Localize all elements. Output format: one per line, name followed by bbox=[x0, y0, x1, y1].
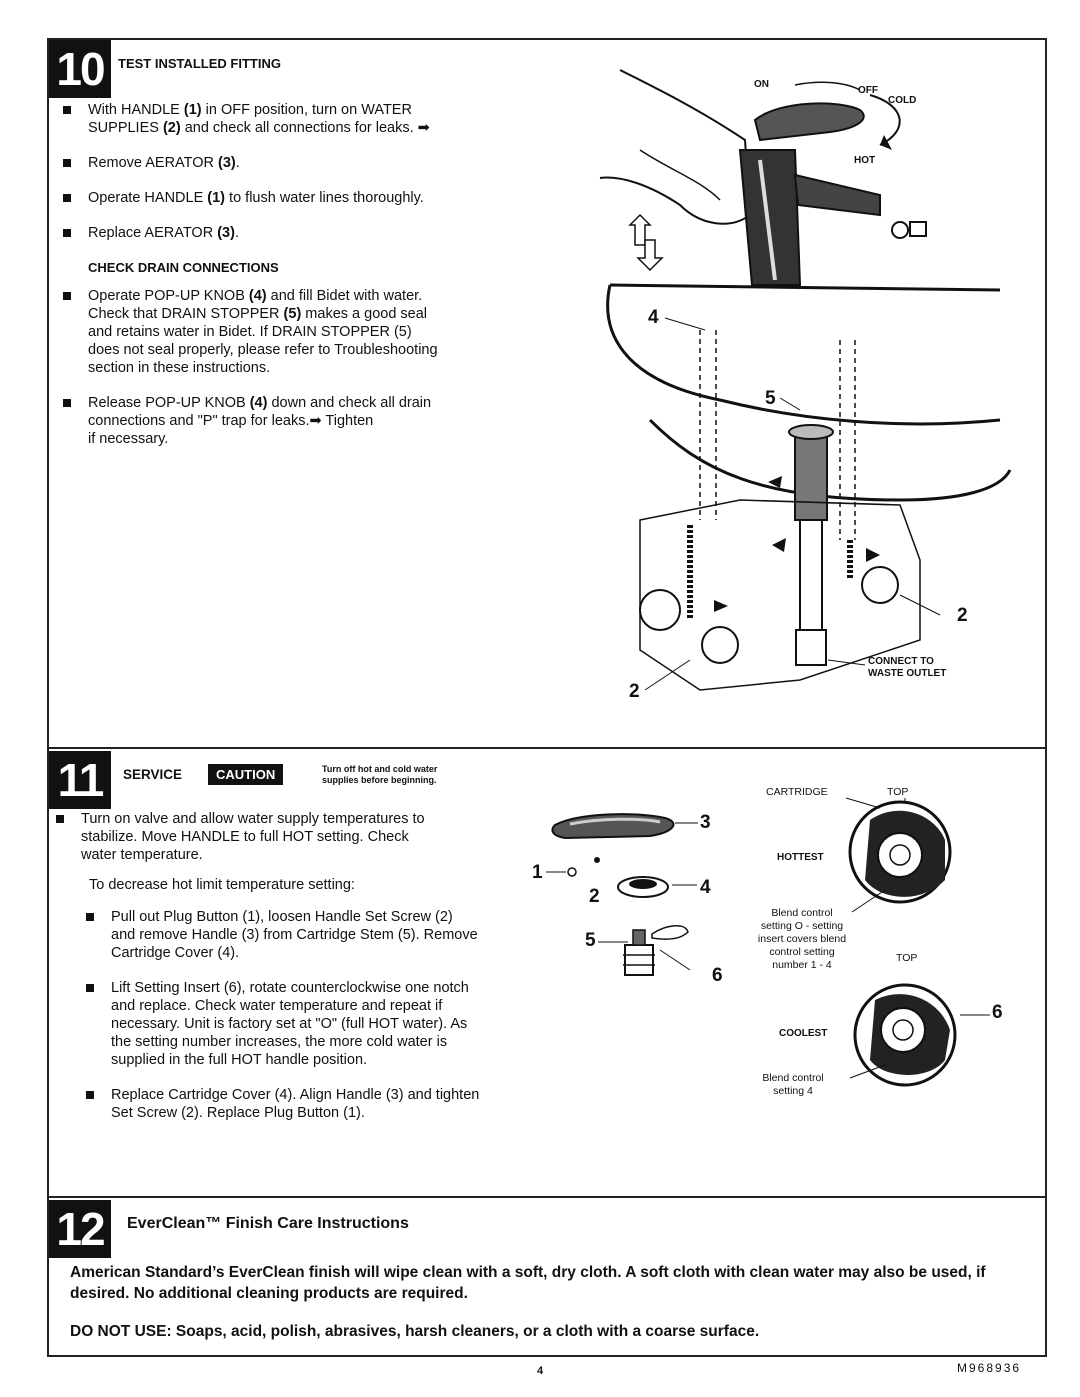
list-item: Remove AERATOR (3). bbox=[62, 154, 532, 172]
blend-control-note-2: Blend control setting 4 bbox=[762, 1072, 824, 1097]
arrow-right-icon: ➡ bbox=[413, 120, 430, 136]
list-item: Release POP-UP KNOB (4) down and check a… bbox=[62, 394, 532, 448]
step-10-instructions: With HANDLE (1) in OFF position, turn on… bbox=[62, 101, 532, 465]
step-11-number: 11 bbox=[49, 751, 111, 809]
callout-4: 4 bbox=[648, 307, 659, 328]
divider-12 bbox=[47, 1196, 1047, 1198]
callout-2-right: 2 bbox=[957, 605, 968, 626]
coolest-label: COOLEST bbox=[779, 1028, 828, 1039]
page-frame bbox=[47, 38, 1047, 1357]
callout-5: 5 bbox=[765, 388, 776, 409]
list-item: Replace Cartridge Cover (4). Align Handl… bbox=[85, 1086, 555, 1122]
list-item: With HANDLE (1) in OFF position, turn on… bbox=[62, 101, 532, 137]
list-item: Turn on valve and allow water supply tem… bbox=[55, 810, 555, 864]
off-label: OFF bbox=[858, 85, 878, 96]
decrease-text: To decrease hot limit temperature settin… bbox=[89, 877, 355, 893]
model-number: M968936 bbox=[957, 1361, 1022, 1375]
caution-badge: CAUTION bbox=[208, 764, 284, 785]
list-item: Operate POP-UP KNOB (4) and fill Bidet w… bbox=[62, 287, 532, 377]
callout-5-part: 5 bbox=[585, 930, 596, 951]
caution-note: Turn off hot and cold water supplies bef… bbox=[322, 764, 438, 785]
on-label: ON bbox=[754, 79, 769, 90]
step-10-number: 10 bbox=[49, 40, 111, 98]
check-drain-title: CHECK DRAIN CONNECTIONS bbox=[88, 260, 279, 275]
everclean-paragraph: American Standard’s EverClean finish wil… bbox=[70, 1264, 986, 1302]
callout-2: 2 bbox=[589, 886, 600, 907]
page-number: 4 bbox=[537, 1365, 544, 1377]
handle-parts-figure bbox=[546, 813, 698, 976]
cold-label: COLD bbox=[888, 95, 917, 106]
callout-6-cartridge: 6 bbox=[992, 1002, 1003, 1023]
faucet-installation-figure bbox=[599, 69, 1012, 691]
list-item: Pull out Plug Button (1), loosen Handle … bbox=[85, 908, 555, 962]
divider-11 bbox=[47, 747, 1047, 749]
cartridge-detail-figure bbox=[845, 797, 990, 1087]
callout-1: 1 bbox=[532, 862, 543, 883]
step-11-instructions: Turn on valve and allow water supply tem… bbox=[55, 810, 555, 1139]
do-not-use-paragraph: DO NOT USE: Soaps, acid, polish, abrasiv… bbox=[70, 1323, 760, 1340]
list-item: Replace AERATOR (3). bbox=[62, 224, 532, 242]
list-item: Operate HANDLE (1) to flush water lines … bbox=[62, 189, 532, 207]
step-12-number: 12 bbox=[49, 1200, 111, 1258]
arrow-right-icon: ➡ bbox=[309, 413, 322, 429]
top-label-2: TOP bbox=[896, 952, 918, 964]
callout-2-left: 2 bbox=[629, 681, 640, 702]
callout-6-part: 6 bbox=[712, 965, 723, 986]
callout-4-part: 4 bbox=[700, 877, 711, 898]
cartridge-label: CARTRIDGE bbox=[766, 786, 828, 798]
step-12-title: EverClean™ Finish Care Instructions bbox=[127, 1215, 409, 1232]
blend-control-note-1: Blend control setting O - setting insert… bbox=[757, 907, 847, 971]
list-item: Lift Setting Insert (6), rotate counterc… bbox=[85, 979, 555, 1069]
top-label-1: TOP bbox=[887, 786, 909, 798]
connect-waste-outlet-label: CONNECT TO WASTE OUTLET bbox=[868, 656, 947, 679]
callout-3: 3 bbox=[700, 812, 711, 833]
hottest-label: HOTTEST bbox=[777, 852, 824, 863]
step-10-title: TEST INSTALLED FITTING bbox=[118, 56, 281, 71]
step-11-title: SERVICE bbox=[123, 767, 183, 782]
hot-label: HOT bbox=[854, 155, 876, 166]
